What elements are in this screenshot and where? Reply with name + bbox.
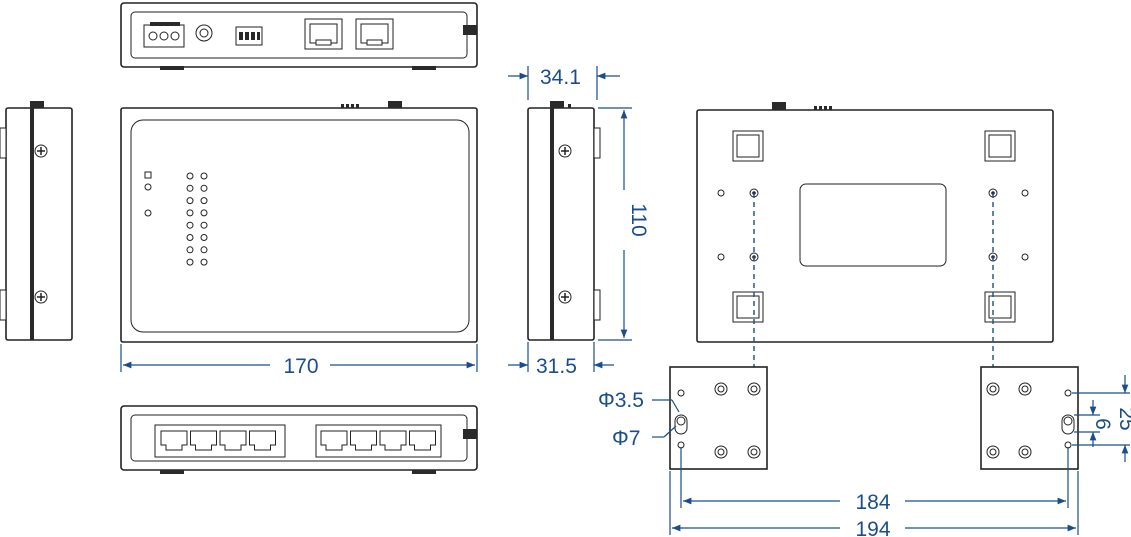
port-led-icon	[200, 184, 208, 192]
back-view	[696, 102, 1054, 390]
port-led-icon	[186, 246, 194, 254]
port-led-icon	[186, 197, 194, 205]
dim-height-110: 110	[627, 203, 650, 236]
dim-depth-34-1: 34.1	[540, 66, 581, 89]
port-led-icon	[200, 246, 208, 254]
left-side-view	[0, 101, 73, 341]
dip-switch-icon	[235, 26, 263, 46]
ethernet-port-icon	[320, 430, 348, 451]
right-bracket	[980, 366, 1079, 470]
rubber-foot-icon	[732, 130, 764, 162]
dim-hole-3-5: Φ3.5	[598, 389, 644, 412]
port-led-icon	[200, 209, 208, 217]
top-view	[120, 2, 478, 70]
ethernet-port-icon	[409, 430, 436, 451]
dim-hole-7: Φ7	[612, 427, 640, 450]
screw-icon	[558, 290, 572, 304]
port-led-icon	[200, 234, 208, 241]
port-led-icon	[186, 184, 194, 192]
dim-spacing-184: 184	[855, 491, 890, 514]
port-led-icon	[186, 221, 194, 229]
rubber-foot-icon	[984, 130, 1016, 162]
rubber-foot-icon	[984, 291, 1016, 323]
bottom-view	[120, 405, 478, 474]
screw-icon	[34, 144, 48, 158]
port-led-matrix	[186, 172, 208, 266]
ethernet-port-icon	[350, 430, 377, 451]
port-led-icon	[186, 172, 194, 180]
dim-width-194: 194	[855, 518, 890, 537]
port-led-icon	[200, 221, 208, 229]
mount-hole-icon	[717, 188, 1029, 262]
ethernet-port-icon	[219, 430, 247, 451]
dip-indicator-icon	[341, 101, 402, 108]
dim-depth-31-5: 31.5	[536, 355, 577, 378]
dimension-lines	[120, 66, 1130, 535]
screw-icon	[558, 144, 572, 158]
port-led-icon	[186, 209, 194, 217]
rubber-foot-icon	[732, 291, 764, 323]
dim-slot-25: 25	[1115, 407, 1131, 430]
front-view	[120, 101, 478, 343]
port-led-icon	[200, 197, 208, 205]
rj45-port-icon	[355, 18, 394, 50]
ground-screw-icon	[195, 24, 213, 42]
screw-icon	[34, 290, 48, 304]
right-side-view	[527, 101, 601, 341]
ethernet-port-group	[160, 430, 436, 451]
left-bracket	[669, 366, 768, 470]
dim-width-170: 170	[283, 355, 318, 378]
port-led-icon	[186, 258, 194, 266]
status-led-icon	[144, 171, 152, 217]
ethernet-port-icon	[249, 430, 276, 451]
rj45-port-icon	[304, 18, 343, 50]
ethernet-port-icon	[160, 430, 188, 451]
ethernet-port-icon	[379, 430, 407, 451]
dim-slot-6: 6	[1091, 418, 1114, 430]
bracket-screw-icon	[714, 382, 761, 459]
port-led-icon	[186, 234, 194, 241]
terminal-block-icon	[143, 22, 185, 48]
port-led-icon	[200, 258, 208, 266]
bracket-screw-icon	[986, 382, 1032, 459]
port-led-icon	[200, 172, 208, 180]
ethernet-port-icon	[190, 430, 217, 451]
